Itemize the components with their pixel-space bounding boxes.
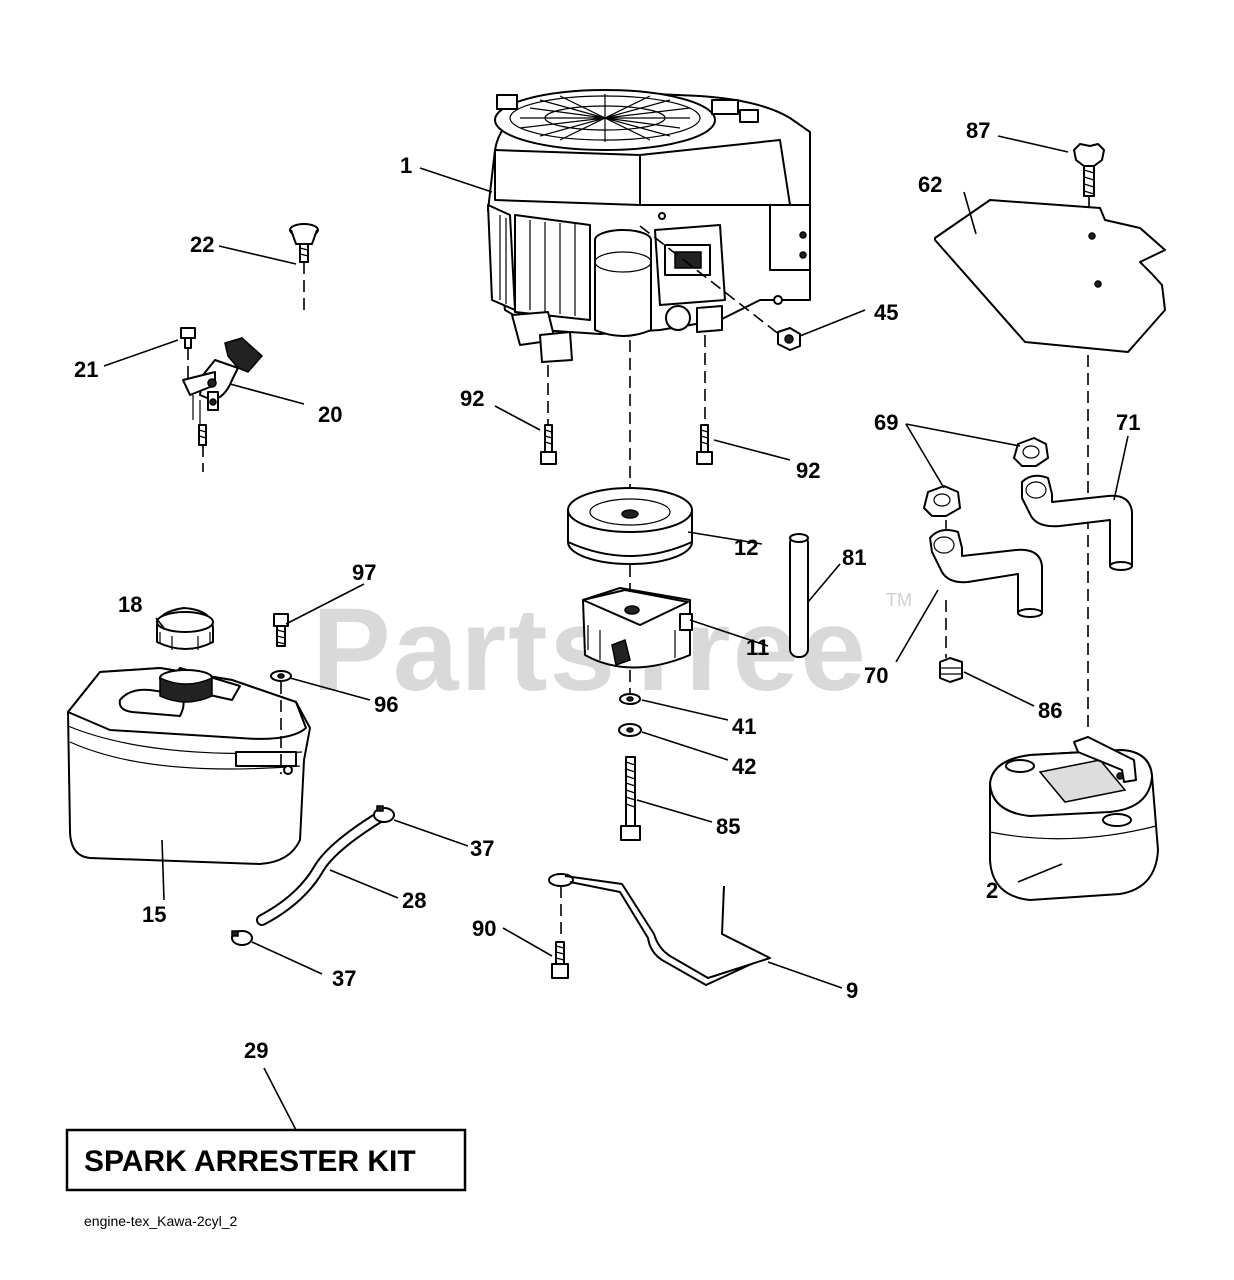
part-37-clamp-bottom xyxy=(231,930,253,946)
callout-85: 85 xyxy=(716,814,740,839)
callout-92-left: 92 xyxy=(460,386,484,411)
callout-22: 22 xyxy=(190,232,214,257)
part-45-nut xyxy=(777,327,801,351)
part-96-washer xyxy=(270,670,292,682)
part-41-washer xyxy=(619,693,641,705)
callout-41: 41 xyxy=(732,714,756,739)
part-92-bolt-left xyxy=(540,424,557,465)
callout-81: 81 xyxy=(842,545,866,570)
part-69-gasket-left xyxy=(923,485,961,517)
callout-21: 21 xyxy=(74,357,98,382)
part-92-bolt-right xyxy=(696,424,713,465)
part-12-pulley xyxy=(567,487,693,565)
spark-arrester-kit-box xyxy=(65,1128,467,1192)
watermark-tm: TM xyxy=(886,590,912,610)
callout-42: 42 xyxy=(732,754,756,779)
callout-12: 12 xyxy=(734,535,758,560)
callout-1: 1 xyxy=(400,153,412,178)
callout-96: 96 xyxy=(374,692,398,717)
callout-97: 97 xyxy=(352,560,376,585)
diagram-caption: engine-tex_Kawa-2cyl_2 xyxy=(84,1213,238,1229)
callout-87: 87 xyxy=(966,118,990,143)
callout-45: 45 xyxy=(874,300,898,325)
part-37-clamp-top xyxy=(373,805,395,823)
spark-arrester-kit-label: SPARK ARRESTER KIT xyxy=(84,1145,416,1178)
part-90-bolt xyxy=(551,941,569,979)
part-15-fuel-tank xyxy=(67,667,311,865)
part-71-pipe xyxy=(1021,474,1133,571)
part-2-muffler xyxy=(989,736,1159,901)
callout-92-right: 92 xyxy=(796,458,820,483)
part-18-cap xyxy=(155,607,214,650)
engine-drawing xyxy=(487,89,811,363)
part-22-knob xyxy=(289,223,319,263)
part-42-washer xyxy=(618,723,642,737)
part-85-bolt xyxy=(620,756,641,841)
callout-28: 28 xyxy=(402,888,426,913)
callout-86: 86 xyxy=(1038,698,1062,723)
callout-90: 90 xyxy=(472,916,496,941)
part-9-rod xyxy=(548,873,771,986)
part-87-bolt xyxy=(1073,143,1105,197)
callout-70: 70 xyxy=(864,663,888,688)
callout-20: 20 xyxy=(318,402,342,427)
callout-11: 11 xyxy=(746,635,769,660)
callout-29: 29 xyxy=(244,1038,268,1063)
part-20-throttle xyxy=(182,337,264,446)
part-81-rod xyxy=(789,533,809,658)
callout-9: 9 xyxy=(846,978,858,1003)
callout-2: 2 xyxy=(986,878,998,903)
part-86-nut xyxy=(939,657,963,683)
callout-18: 18 xyxy=(118,592,142,617)
part-62-shield xyxy=(934,199,1166,353)
part-70-pipe xyxy=(929,529,1043,618)
part-69-gasket-right xyxy=(1013,437,1049,467)
callout-62: 62 xyxy=(918,172,942,197)
part-11-clutch xyxy=(582,587,693,669)
part-21-screw xyxy=(180,327,196,349)
callout-37-bottom: 37 xyxy=(332,966,356,991)
part-97-bolt xyxy=(273,613,289,647)
callout-37-top: 37 xyxy=(470,836,494,861)
part-28-hose xyxy=(256,812,384,926)
callout-69: 69 xyxy=(874,410,898,435)
callout-71: 71 xyxy=(1116,410,1140,435)
callout-15: 15 xyxy=(142,902,166,927)
